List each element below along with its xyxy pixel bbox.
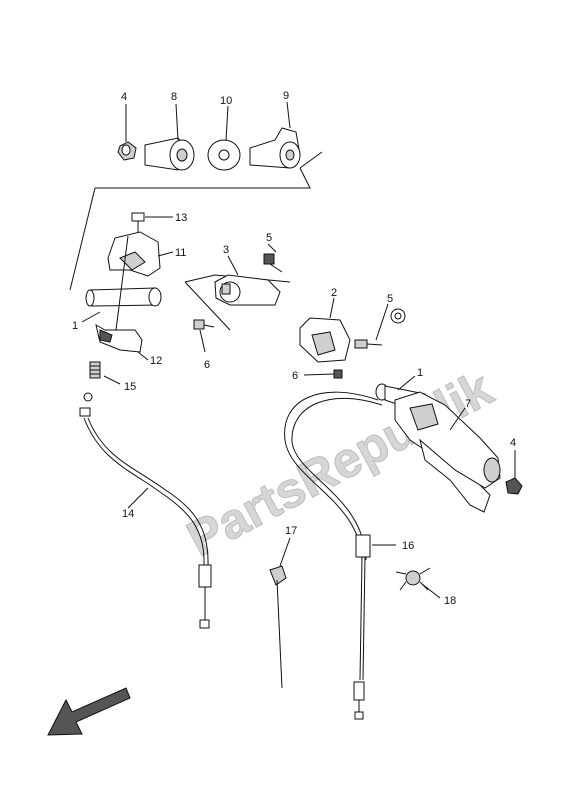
- label-part-4-right: 4: [510, 437, 516, 449]
- label-part-1-left: 1: [72, 320, 78, 332]
- part-16-throttle-cable[interactable]: [284, 391, 383, 720]
- part-1-handlebar-left[interactable]: [85, 287, 162, 307]
- front-direction-arrow-icon: [47, 687, 131, 736]
- part-10-washer[interactable]: [207, 139, 241, 171]
- label-part-18: 18: [444, 595, 456, 607]
- label-part-3: 3: [223, 244, 229, 256]
- label-part-14: 14: [122, 508, 134, 520]
- label-part-10: 10: [220, 95, 232, 107]
- part-17-cable-tie[interactable]: [269, 565, 287, 689]
- part-18-clip[interactable]: [395, 567, 431, 591]
- part-15-screw[interactable]: [89, 361, 101, 379]
- label-part-15: 15: [124, 381, 136, 393]
- label-part-6-right: 6: [292, 370, 298, 382]
- label-part-13: 13: [175, 212, 187, 224]
- label-part-9: 9: [283, 90, 289, 102]
- label-part-12: 12: [150, 355, 162, 367]
- label-part-5-right: 5: [387, 293, 393, 305]
- label-part-16: 16: [402, 540, 414, 552]
- part-12-switch-housing-lower[interactable]: [95, 324, 143, 353]
- part-5-bolt-right[interactable]: [354, 308, 406, 349]
- part-2-throttle-housing[interactable]: [299, 317, 351, 363]
- label-part-17: 17: [285, 525, 297, 537]
- label-part-7: 7: [465, 398, 471, 410]
- part-4-grip-end-cap[interactable]: [117, 141, 137, 161]
- part-11-switch-housing-upper[interactable]: [107, 231, 161, 277]
- label-part-2: 2: [331, 287, 337, 299]
- part-6-screw-right[interactable]: [333, 369, 343, 379]
- part-6-bolt-upper[interactable]: [193, 319, 215, 330]
- part-7-lever-grip-assembly[interactable]: [394, 391, 501, 513]
- part-3-clamp[interactable]: [214, 274, 281, 306]
- leader-lines: [81, 101, 516, 599]
- part-14-clutch-cable[interactable]: [79, 392, 212, 629]
- label-part-1-right: 1: [417, 367, 423, 379]
- part-9-throttle-grip[interactable]: [249, 127, 301, 169]
- label-part-4-top: 4: [121, 91, 127, 103]
- label-part-6-upper: 6: [204, 359, 210, 371]
- part-5-bolt-upper[interactable]: [263, 253, 283, 273]
- label-part-11: 11: [175, 247, 186, 259]
- part-8-grip[interactable]: [144, 137, 195, 171]
- part-4-grip-end-cap-right[interactable]: [505, 477, 523, 495]
- label-part-8: 8: [171, 91, 177, 103]
- label-part-5-upper: 5: [266, 232, 272, 244]
